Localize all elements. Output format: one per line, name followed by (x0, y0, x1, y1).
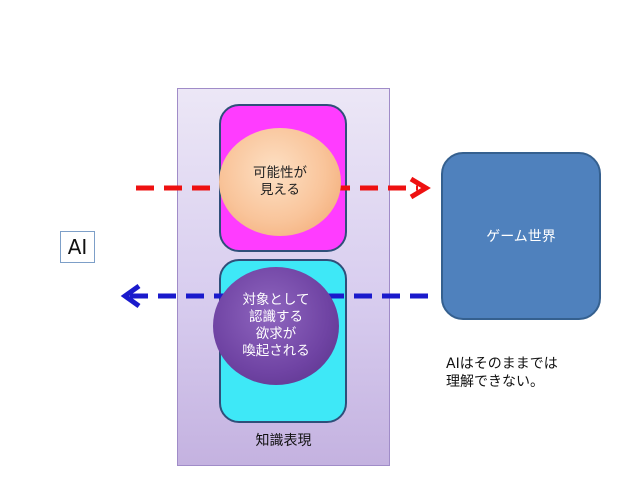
note-text: AIはそのままでは 理解できない。 (446, 356, 558, 390)
knowledge-representation-label: 知識表現 (255, 433, 312, 449)
possibility-visible-circle: 可能性が 見える (219, 128, 341, 236)
desire-aroused-text: 対象として 認識する 欲求が 喚起される (242, 292, 310, 359)
game-world-box: ゲーム世界 (441, 152, 601, 320)
possibility-visible-text: 可能性が 見える (253, 165, 307, 198)
ai-label: AI (67, 235, 88, 259)
game-world-label: ゲーム世界 (486, 229, 556, 245)
ai-box: AI (60, 231, 95, 263)
red-arrow-head (409, 176, 431, 200)
blue-arrow-head (120, 283, 141, 309)
desire-aroused-circle: 対象として 認識する 欲求が 喚起される (213, 267, 339, 385)
